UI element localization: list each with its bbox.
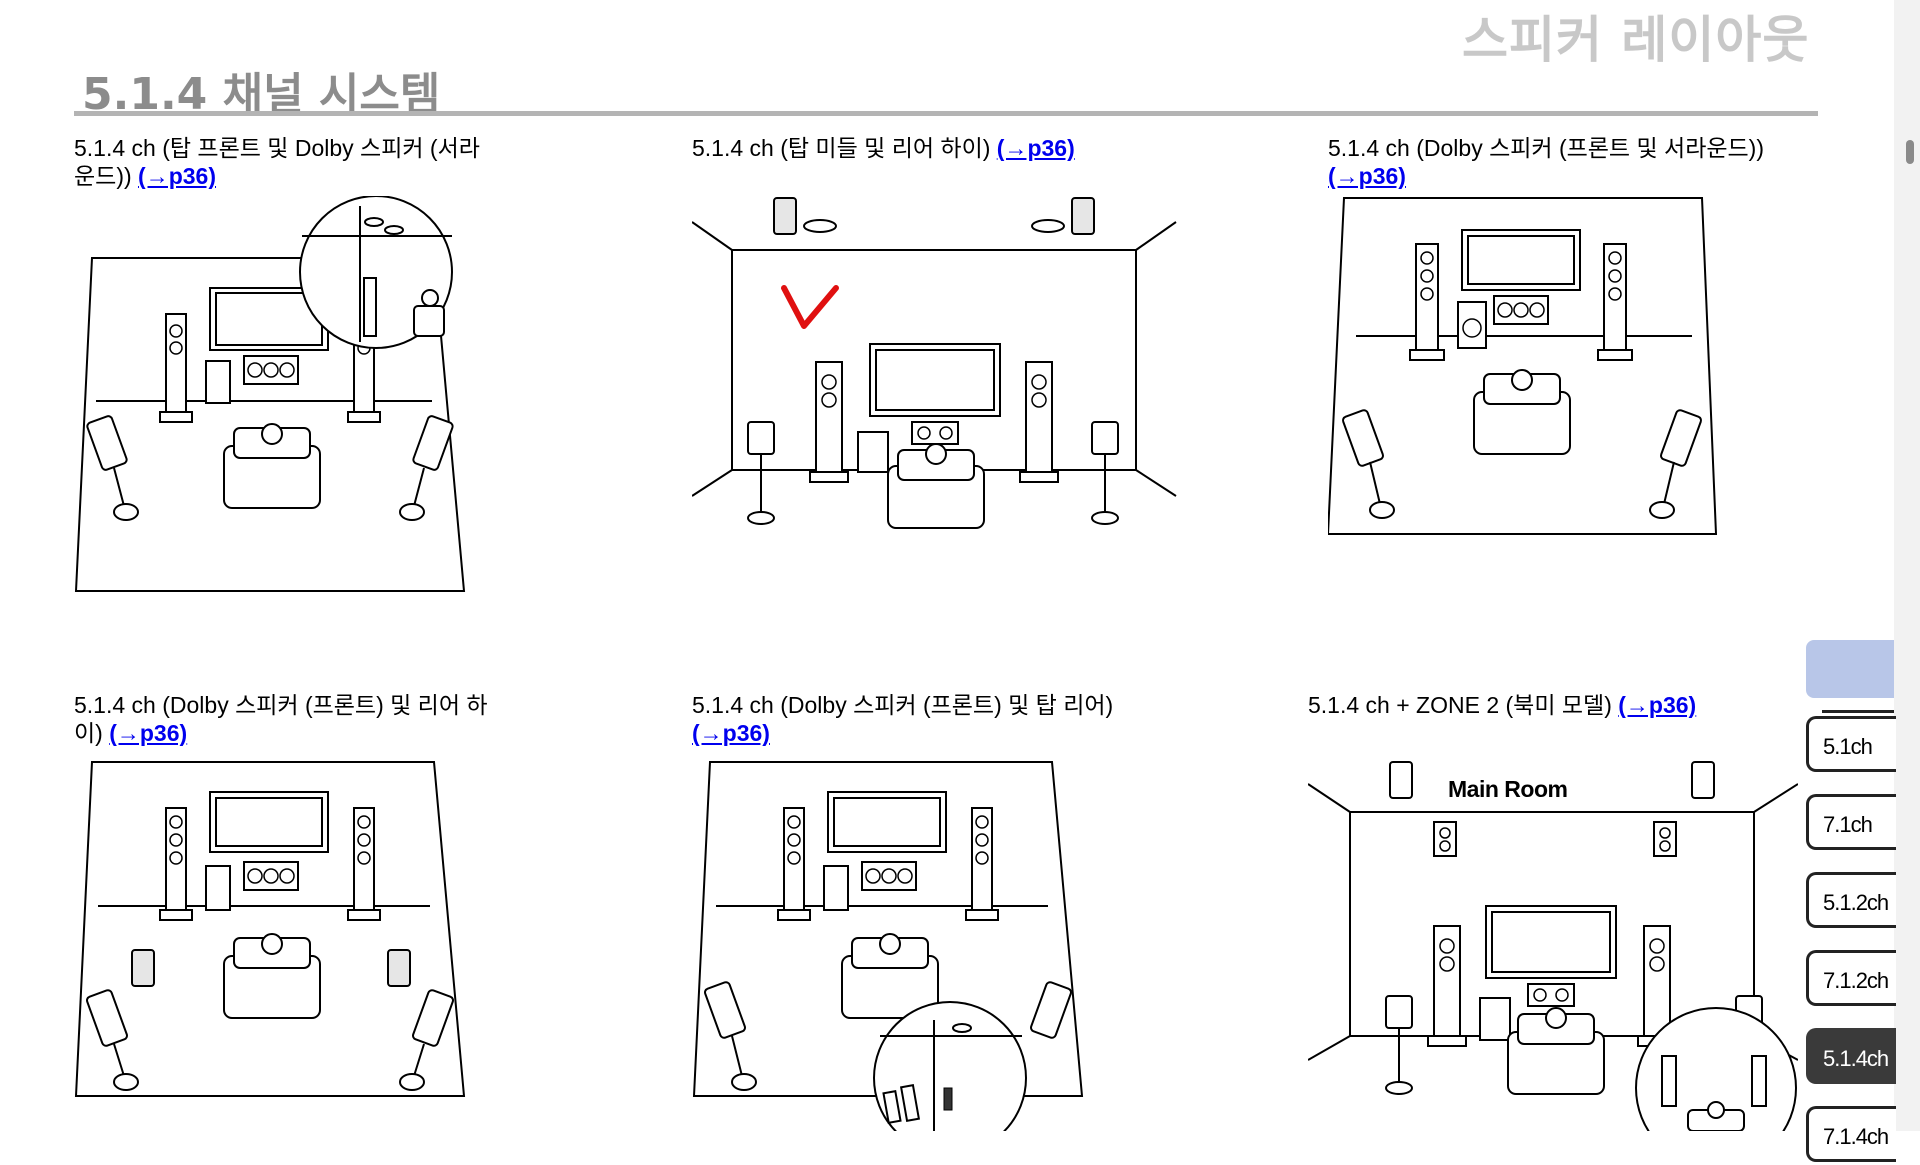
figure-caption-6: 5.1.4 ch + ZONE 2 (북미 모델) (→p36)	[1308, 691, 1828, 719]
figure-caption-5: 5.1.4 ch (Dolby 스피커 (프론트) 및 탑 리어) (→p36)	[692, 691, 1162, 747]
checkmark-annotation	[781, 285, 839, 329]
tab-header-blank[interactable]	[1806, 640, 1894, 698]
speaker-diagram-5	[692, 760, 1092, 1131]
caption-text: 5.1.4 ch (Dolby 스피커 (프론트) 및 리어 하이)	[74, 692, 488, 746]
tab-5-1-4ch[interactable]: 5.1.4ch	[1806, 1028, 1896, 1084]
page-link[interactable]: (→p36)	[1618, 692, 1697, 718]
figure-caption-3: 5.1.4 ch (Dolby 스피커 (프론트 및 서라운드)) (→p36)	[1328, 134, 1808, 190]
figure-caption-2: 5.1.4 ch (탑 미들 및 리어 하이) (→p36)	[692, 134, 1092, 162]
scrollbar[interactable]	[1894, 0, 1920, 1131]
page-link[interactable]: (→p36)	[1328, 163, 1406, 189]
page-header-title: 스피커 레이아웃	[1462, 11, 1810, 69]
figure-caption-4: 5.1.4 ch (Dolby 스피커 (프론트) 및 리어 하이) (→p36…	[74, 691, 494, 747]
figure-caption-1: 5.1.4 ch (탑 프론트 및 Dolby 스피커 (서라운드)) (→p3…	[74, 134, 494, 190]
main-room-label: Main Room	[1448, 776, 1568, 802]
speaker-diagram-6: Main Room	[1308, 760, 1798, 1131]
tab-7-1-2ch[interactable]: 7.1.2ch	[1806, 950, 1896, 1006]
speaker-diagram-4	[74, 760, 474, 1100]
scrollbar-thumb[interactable]	[1906, 140, 1914, 164]
tab-5-1ch[interactable]: 5.1ch	[1806, 716, 1896, 772]
tab-7-1-4ch[interactable]: 7.1.4ch	[1806, 1106, 1896, 1162]
speaker-diagram-3	[1328, 196, 1728, 536]
caption-text: 5.1.4 ch (Dolby 스피커 (프론트) 및 탑 리어)	[692, 692, 1114, 718]
caption-text: 5.1.4 ch (탑 프론트 및 Dolby 스피커 (서라운드))	[74, 135, 480, 189]
speaker-diagram-1	[74, 196, 474, 596]
page-link[interactable]: (→p36)	[138, 163, 216, 189]
tab-5-1-2ch[interactable]: 5.1.2ch	[1806, 872, 1896, 928]
section-divider	[74, 111, 1818, 116]
page-link[interactable]: (→p36)	[996, 135, 1075, 161]
speaker-diagram-2	[692, 196, 1182, 536]
caption-text: 5.1.4 ch (탑 미들 및 리어 하이)	[692, 135, 991, 161]
tab-7-1ch[interactable]: 7.1ch	[1806, 794, 1896, 850]
page-link[interactable]: (→p36)	[692, 720, 770, 746]
page-link[interactable]: (→p36)	[109, 720, 188, 746]
tab-divider	[1822, 710, 1894, 713]
caption-text: 5.1.4 ch + ZONE 2 (북미 모델)	[1308, 692, 1612, 718]
caption-text: 5.1.4 ch (Dolby 스피커 (프론트 및 서라운드))	[1328, 135, 1764, 161]
